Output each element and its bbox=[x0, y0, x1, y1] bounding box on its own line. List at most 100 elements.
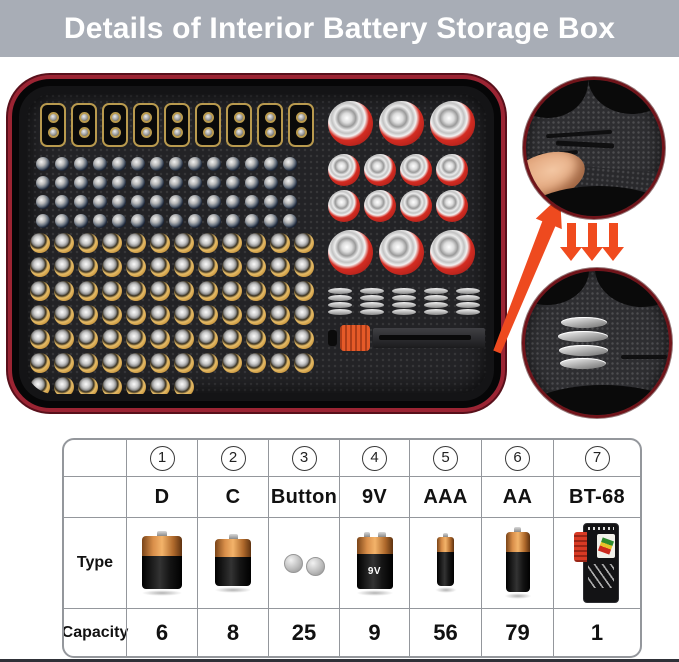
9v-battery bbox=[164, 103, 190, 147]
type-cell bbox=[197, 517, 268, 608]
aa-battery bbox=[78, 329, 98, 349]
right-compartments bbox=[328, 101, 486, 351]
aaa-battery bbox=[150, 214, 164, 228]
battery-spec-table: 1 2 3 4 5 6 7 D C Button 9V AAA AA BT-68… bbox=[62, 438, 642, 658]
aaa-battery bbox=[226, 214, 240, 228]
aa-battery bbox=[150, 257, 170, 277]
aaa-battery bbox=[150, 176, 164, 190]
foam-hole bbox=[525, 271, 589, 305]
d-battery bbox=[430, 101, 475, 146]
aa-battery bbox=[198, 329, 218, 349]
detail-circle-button-cell-slot bbox=[522, 268, 672, 418]
aa-battery bbox=[270, 305, 290, 325]
battery-name-cell: C bbox=[197, 476, 268, 517]
c-battery bbox=[364, 190, 396, 222]
aa-battery bbox=[246, 329, 266, 349]
aa-battery bbox=[246, 353, 266, 373]
aaa-battery bbox=[36, 176, 50, 190]
aa-battery bbox=[270, 281, 290, 301]
aaa-battery bbox=[245, 214, 259, 228]
aa-battery bbox=[78, 353, 98, 373]
c-grid bbox=[328, 154, 476, 222]
aaa-battery bbox=[131, 176, 145, 190]
aa-battery bbox=[102, 329, 122, 349]
aa-battery bbox=[54, 281, 74, 301]
aaa-battery bbox=[283, 195, 297, 209]
aaa-battery bbox=[55, 157, 69, 171]
column-number-cell: 6 bbox=[481, 440, 553, 476]
aaa-battery bbox=[55, 195, 69, 209]
aa-battery bbox=[54, 257, 74, 277]
aaa-battery bbox=[264, 195, 278, 209]
aa-battery bbox=[54, 305, 74, 325]
9v-battery bbox=[71, 103, 97, 147]
aaa-battery bbox=[74, 176, 88, 190]
aa-battery bbox=[246, 281, 266, 301]
aaa-battery bbox=[188, 157, 202, 171]
aa-battery bbox=[174, 257, 194, 277]
capacity-row-label: Capacity bbox=[64, 608, 128, 656]
aaa-battery bbox=[207, 214, 221, 228]
c-battery bbox=[328, 154, 360, 186]
aa-battery bbox=[150, 233, 170, 253]
button-cell-stack bbox=[456, 287, 480, 315]
aaa-battery bbox=[188, 195, 202, 209]
aa-battery bbox=[30, 257, 50, 277]
button-cell-stack bbox=[360, 287, 384, 315]
aa-battery bbox=[30, 281, 50, 301]
aa-battery bbox=[270, 329, 290, 349]
aa-battery bbox=[222, 329, 242, 349]
aa-battery bbox=[150, 281, 170, 301]
battery-name-cell: BT-68 bbox=[553, 476, 640, 517]
aa-battery bbox=[270, 353, 290, 373]
tester-slot bbox=[379, 335, 471, 340]
battery-name-cell: AAA bbox=[409, 476, 481, 517]
coin-cell bbox=[558, 331, 608, 342]
column-number-cell: 2 bbox=[197, 440, 268, 476]
battery-name-cell: 9V bbox=[339, 476, 409, 517]
c-battery bbox=[436, 154, 468, 186]
battery-name-cell: D bbox=[126, 476, 197, 517]
d-row-top bbox=[328, 101, 486, 146]
coin-cell bbox=[559, 345, 608, 356]
battery-name-cell: AA bbox=[481, 476, 553, 517]
aa-battery bbox=[198, 233, 218, 253]
type-cell bbox=[553, 517, 640, 608]
aa-battery bbox=[78, 305, 98, 325]
aa-grid bbox=[30, 233, 318, 394]
aa-battery bbox=[198, 281, 218, 301]
aa-battery bbox=[222, 233, 242, 253]
aa-battery bbox=[222, 257, 242, 277]
column-number-cell: 3 bbox=[268, 440, 339, 476]
foam-slit bbox=[555, 140, 615, 149]
case-foam-interior bbox=[26, 93, 487, 394]
aa-battery bbox=[150, 353, 170, 373]
circled-number: 2 bbox=[220, 445, 246, 471]
aa-battery bbox=[102, 353, 122, 373]
aaa-grid bbox=[36, 157, 297, 228]
d-battery bbox=[379, 230, 424, 275]
aa-battery-icon bbox=[505, 527, 530, 592]
aa-battery bbox=[150, 377, 170, 394]
aaa-battery bbox=[55, 176, 69, 190]
aaa-battery bbox=[207, 176, 221, 190]
type-cell bbox=[409, 517, 481, 608]
9v-battery bbox=[257, 103, 283, 147]
button-cells-icon bbox=[283, 551, 325, 576]
foam-hole bbox=[526, 80, 588, 118]
circled-number: 3 bbox=[291, 445, 317, 471]
aa-battery bbox=[30, 305, 50, 325]
capacity-cell: 1 bbox=[553, 608, 640, 656]
aaa-battery bbox=[169, 195, 183, 209]
coin-cell bbox=[560, 358, 606, 369]
aa-battery bbox=[30, 233, 50, 253]
aa-battery bbox=[246, 305, 266, 325]
aa-battery bbox=[222, 353, 242, 373]
aa-battery bbox=[54, 353, 74, 373]
aa-battery bbox=[102, 305, 122, 325]
aa-battery bbox=[126, 233, 146, 253]
d-battery bbox=[328, 101, 373, 146]
aaa-battery bbox=[112, 195, 126, 209]
foam-shadow bbox=[525, 385, 669, 415]
aa-battery bbox=[102, 257, 122, 277]
